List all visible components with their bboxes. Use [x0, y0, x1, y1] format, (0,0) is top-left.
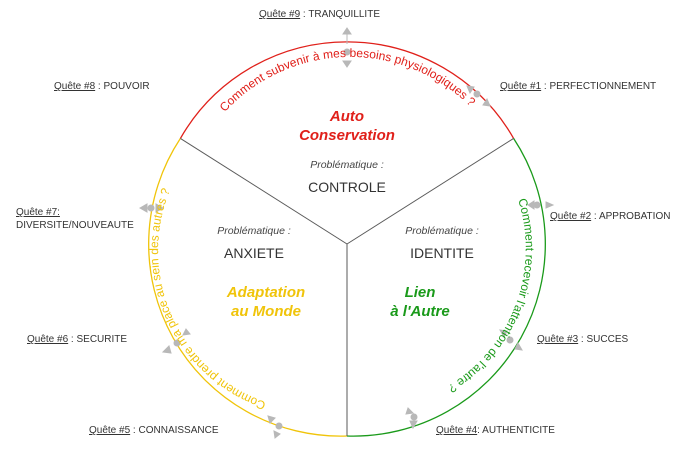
quest-9-label: Quête #9 : TRANQUILLITE — [259, 9, 380, 20]
quest-2-label: Quête #2 : APPROBATION — [550, 211, 670, 222]
sector-right: Problématique : IDENTITE Lien à l'Autre — [390, 225, 479, 320]
sector-right-title-line1: Lien — [405, 284, 436, 301]
red-arc-question: Comment subvenir à mes besoins physiolog… — [217, 46, 479, 114]
sector-top-title-line2: Conservation — [299, 127, 395, 144]
sector-left-title-line2: au Monde — [231, 303, 301, 320]
marker-q3-arrow-icon — [499, 329, 523, 351]
quest-1-label: Quête #1 : PERFECTIONNEMENT — [500, 81, 656, 92]
sector-right-problematique: Problématique : — [405, 225, 479, 237]
quest-6-label: Quête #6 : SECURITE — [27, 334, 127, 345]
divider-left — [180, 137, 348, 245]
marker-q9-arrow-icon — [342, 27, 352, 68]
green-arc — [346, 138, 546, 437]
quest-4-label: Quête #4: AUTHENTICITE — [436, 425, 555, 436]
quest-labels: Quête #9 : TRANQUILLITE Quête #1 : PERFE… — [16, 9, 670, 436]
sector-left-title-line1: Adaptation — [226, 284, 305, 301]
marker-q5-arrow-icon — [267, 415, 283, 439]
quest-5-label: Quête #5 : CONNAISSANCE — [89, 425, 219, 436]
sector-top: Auto Conservation Problématique : CONTRO… — [299, 108, 395, 195]
quest-8-label: Quête #8 : POUVOIR — [54, 81, 150, 92]
sector-right-title-line2: à l'Autre — [390, 303, 449, 320]
quest-markers — [138, 27, 555, 439]
sector-left-problematique: Problématique : — [217, 225, 291, 237]
quest-3-label: Quête #3 : SUCCES — [537, 334, 629, 345]
marker-q1-arrow-icon — [466, 85, 491, 107]
marker-q6-arrow-icon — [161, 328, 191, 354]
sector-top-title-line1: Auto — [329, 108, 364, 125]
sector-top-problematique: Problématique : — [310, 159, 384, 171]
sector-left: Problématique : ANXIETE Adaptation au Mo… — [217, 225, 305, 320]
sector-right-keyword: IDENTITE — [410, 245, 474, 261]
sector-left-keyword: ANXIETE — [224, 245, 284, 261]
marker-q7-arrow-icon — [138, 203, 165, 213]
quest-7-label: Quête #7: — [16, 207, 60, 218]
sector-top-keyword: CONTROLE — [308, 179, 386, 195]
yellow-arc — [148, 138, 348, 437]
quest-7-label-line2: DIVERSITE/NOUVEAUTE — [16, 220, 134, 231]
marker-q2-arrow-icon — [527, 200, 555, 210]
divider-right — [346, 137, 514, 245]
marker-q4-arrow-icon — [405, 407, 418, 430]
